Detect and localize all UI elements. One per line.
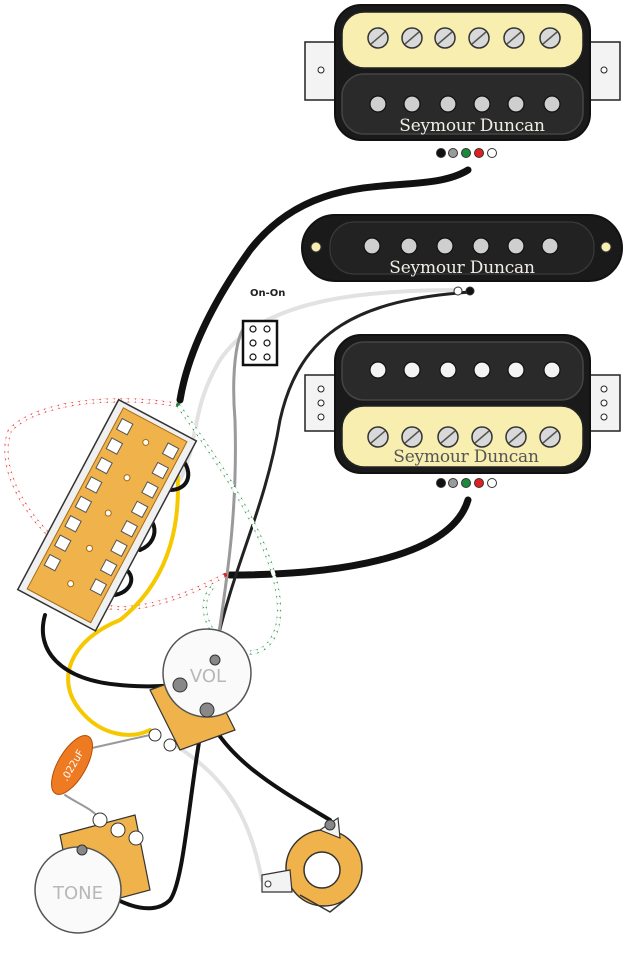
bridge-pickup-lead-dots [436, 478, 497, 488]
tone-pot-lug-2 [110, 822, 126, 838]
on-on-mini-switch[interactable]: On-On [241, 288, 285, 367]
middle-mount-hole-right [600, 241, 612, 253]
tone-capacitor: .022uF [51, 735, 93, 795]
bridge-coil-cream [341, 405, 584, 468]
jack-ground-hole [264, 880, 272, 888]
bridge-pickup-cable [226, 496, 472, 579]
tone-pot-label: TONE [52, 883, 103, 904]
neck-pickup-cable [176, 166, 472, 404]
middle-slug-poles [363, 237, 559, 255]
middle-pickup-black-wire [213, 290, 472, 652]
switch-label: On-On [250, 288, 285, 299]
five-way-blade-switch[interactable] [16, 398, 198, 632]
vol-pot-solder-3 [209, 654, 221, 666]
middle-mount-hole-left [310, 241, 322, 253]
volume-pot[interactable]: VOL [148, 628, 252, 752]
tone-pot-solder [76, 844, 88, 856]
blade-switch-rivets [67, 438, 150, 588]
bridge-slug-poles [369, 361, 561, 379]
output-jack[interactable] [261, 816, 363, 913]
mini-switch-body [241, 319, 279, 367]
blade-switch-lugs [43, 417, 180, 596]
capacitor-body [51, 735, 93, 795]
neck-coil-black [341, 73, 584, 135]
bridge-coil-black [341, 341, 584, 401]
bridge-pickup-brand: Seymour Duncan [393, 447, 539, 467]
switch-gray-wire [213, 324, 257, 662]
middle-pickup-brand: Seymour Duncan [389, 258, 535, 278]
tone-pot-lug-1 [92, 812, 108, 828]
neck-slug-poles [369, 95, 561, 113]
bridge-mount-holes [317, 385, 608, 421]
jack-tip-solder [324, 819, 336, 831]
vol-pot-lug-1 [148, 728, 162, 742]
tone-pot-lug-3 [128, 830, 144, 846]
middle-single-coil-pickup[interactable]: Seymour Duncan [301, 214, 623, 296]
neck-pickup-brand: Seymour Duncan [399, 116, 545, 136]
tone-pot[interactable]: TONE [34, 812, 151, 934]
neck-pickup-lead-dots [436, 148, 497, 158]
vol-pot-label: VOL [190, 666, 226, 687]
middle-pickup-white-wire [178, 288, 462, 482]
jack-spring [299, 894, 346, 913]
neck-coil-cream [341, 11, 584, 69]
bridge-screw-slots [370, 430, 558, 444]
cap-lead-1 [91, 734, 151, 749]
middle-lead-black [465, 286, 475, 296]
green-dashed-wire-white [176, 403, 282, 655]
neck-humbucker-pickup[interactable]: Seymour Duncan [304, 4, 621, 158]
mini-switch-lugs [249, 325, 271, 361]
vol-pot-lug-2 [163, 738, 177, 752]
yellow-wire [66, 448, 180, 737]
neck-mount-hole-right [600, 66, 608, 74]
neck-screw-slots [370, 31, 558, 45]
neck-mount-hole-left [317, 66, 325, 74]
wires [4, 166, 472, 911]
middle-lead-white [453, 286, 463, 296]
bridge-humbucker-pickup[interactable]: Seymour Duncan [304, 334, 621, 488]
vol-pot-solder-2 [199, 702, 215, 718]
middle-pickup-cover [329, 221, 595, 275]
jack-hole [303, 851, 341, 889]
vol-to-jack-white-wire [173, 743, 264, 882]
vol-pot-solder-1 [172, 677, 188, 693]
